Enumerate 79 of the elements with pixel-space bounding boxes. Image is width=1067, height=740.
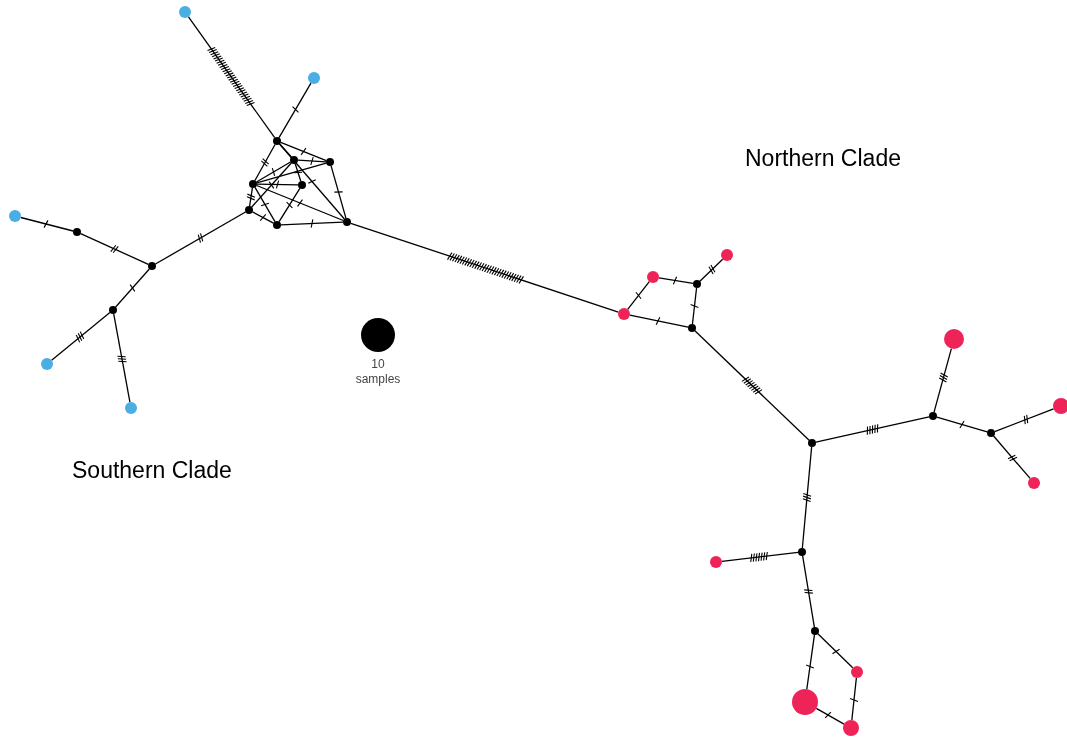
haplotype-circle <box>843 720 859 736</box>
network-link <box>278 82 312 139</box>
network-link <box>802 555 815 628</box>
network-link <box>280 221 344 226</box>
network-link <box>330 165 347 219</box>
network-link <box>815 416 930 443</box>
network-link <box>851 677 857 721</box>
network-link <box>154 211 247 265</box>
median-vector-dot <box>249 180 257 188</box>
median-vector-dot <box>343 218 351 226</box>
median-vector-dot <box>798 548 806 556</box>
network-link <box>254 186 276 223</box>
median-vector-dot <box>987 429 995 437</box>
network-link <box>629 314 689 328</box>
median-vector-dot <box>811 627 819 635</box>
haplotype-circle <box>41 358 53 370</box>
network-link <box>256 183 299 186</box>
network-link <box>992 435 1031 480</box>
network-link <box>115 268 150 308</box>
network-link <box>256 184 344 222</box>
network-link <box>187 16 276 139</box>
network-link <box>933 348 952 413</box>
median-vector-dot <box>929 412 937 420</box>
haplotype-circle <box>721 249 733 261</box>
network-link <box>691 287 698 325</box>
haplotype-circle <box>710 556 722 568</box>
network-link <box>251 162 292 208</box>
median-vector-dot <box>290 156 298 164</box>
network-link <box>699 258 724 282</box>
clade-label: Northern Clade <box>745 145 901 172</box>
haplotype-circle <box>1028 477 1040 489</box>
median-vector-dot <box>245 206 253 214</box>
median-vector-dot <box>693 280 701 288</box>
median-vector-dot <box>148 262 156 270</box>
network-link <box>51 311 111 361</box>
network-link <box>280 141 327 162</box>
haplotype-circle <box>9 210 21 222</box>
legend-text: 10 samples <box>354 357 402 387</box>
network-link <box>278 143 346 220</box>
network-link <box>994 408 1055 433</box>
network-link <box>20 216 74 232</box>
median-vector-dot <box>808 439 816 447</box>
network-link <box>255 161 292 183</box>
network-link <box>297 159 327 163</box>
network-link <box>658 277 694 284</box>
network-link <box>936 416 988 433</box>
network-link <box>801 446 813 549</box>
clade-label: Southern Clade <box>72 457 232 484</box>
haplotype-circle <box>792 689 818 715</box>
median-vector-dot <box>273 221 281 229</box>
network-link <box>806 634 816 690</box>
network-link <box>248 187 254 207</box>
network-link <box>251 211 275 224</box>
network-link <box>254 143 276 182</box>
median-vector-dot <box>109 306 117 314</box>
median-vector-dot <box>73 228 81 236</box>
haplotype-circle <box>308 72 320 84</box>
median-vector-dot <box>688 324 696 332</box>
network-link <box>294 163 302 182</box>
haplotype-circle <box>647 271 659 283</box>
median-vector-dot <box>298 181 306 189</box>
median-vector-dot <box>326 158 334 166</box>
network-link <box>113 313 131 403</box>
haplotype-circle <box>618 308 630 320</box>
haplotype-circle <box>179 6 191 18</box>
network-link <box>80 233 149 265</box>
haplotype-circle <box>125 402 137 414</box>
network-link <box>627 281 650 310</box>
median-vector-dot <box>273 137 281 145</box>
network-link <box>256 162 327 184</box>
network-link <box>278 187 301 223</box>
haplotype-circle <box>1053 398 1067 414</box>
network-link <box>350 222 619 313</box>
haplotype-circle <box>944 329 964 349</box>
network-link <box>817 633 854 669</box>
network-link <box>694 330 810 441</box>
network-link <box>721 551 799 562</box>
haplotype-circle <box>851 666 863 678</box>
network-link <box>815 707 845 725</box>
